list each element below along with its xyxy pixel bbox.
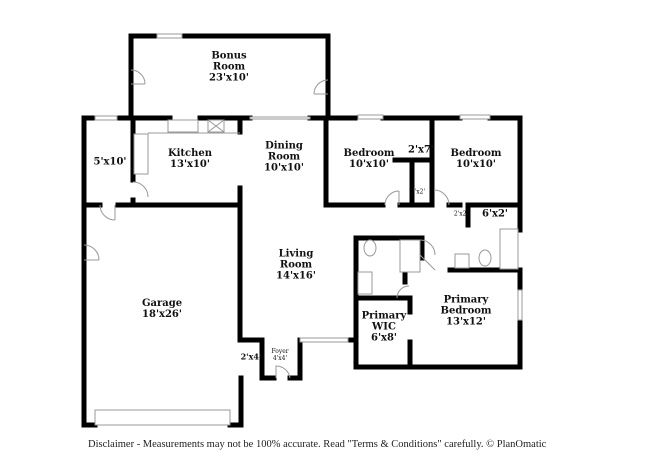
room-name: Bonus: [211, 50, 247, 62]
room-name: Kitchen: [167, 148, 213, 159]
room-name: Primary: [443, 294, 489, 306]
room-name: Room: [212, 61, 246, 73]
room-size: 23'x10': [209, 72, 249, 84]
door-swings: [83, 69, 450, 379]
room-label-closet-3: 2'x2': [454, 211, 468, 218]
room-name: Primary: [361, 310, 407, 322]
room-size: 13'x12': [446, 316, 486, 328]
room-name: Bedroom: [440, 305, 492, 317]
room-name: Bedroom: [450, 148, 502, 159]
room-name: Foyer: [271, 348, 289, 355]
room-size: 6'x8': [370, 332, 398, 344]
windows-and-fixtures: [94, 33, 523, 426]
room-label-utility: 5'x10': [94, 157, 127, 168]
room-label-closet-4: 6'x2': [482, 209, 508, 220]
room-size: 10'x10': [349, 159, 389, 170]
disclaimer: Disclaimer - Measurements may not be 100…: [88, 439, 547, 450]
room-size: 4'x4': [272, 355, 288, 362]
room-name: Room: [279, 259, 313, 271]
room-name: WIC: [372, 321, 396, 333]
room-size: 14'x16': [276, 270, 316, 282]
room-size: 2'x4': [240, 351, 262, 362]
room-size: 13'x10': [170, 159, 210, 170]
room-name: Room: [267, 151, 301, 163]
room-name: Living: [278, 248, 314, 260]
room-size: 2'x2': [410, 188, 426, 196]
room-name: Dining: [265, 140, 303, 152]
room-name: Bedroom: [343, 148, 395, 159]
room-size: 2'x7': [407, 144, 435, 156]
room-size: 6'x2': [481, 208, 509, 220]
room-label-foyer-closet: 2'x4': [241, 352, 262, 363]
room-label-closet-2: 2'x2': [411, 189, 425, 196]
room-size: 5'x10': [93, 156, 127, 168]
room-label-closet-1: 2'x7': [408, 145, 434, 156]
room-size: 2'x2': [453, 210, 469, 218]
room-size: 10'x10': [264, 162, 304, 174]
walls: [81, 33, 523, 428]
room-name: Garage: [141, 298, 183, 309]
room-size: 18'x26': [142, 309, 182, 320]
room-size: 10'x10': [456, 159, 496, 170]
